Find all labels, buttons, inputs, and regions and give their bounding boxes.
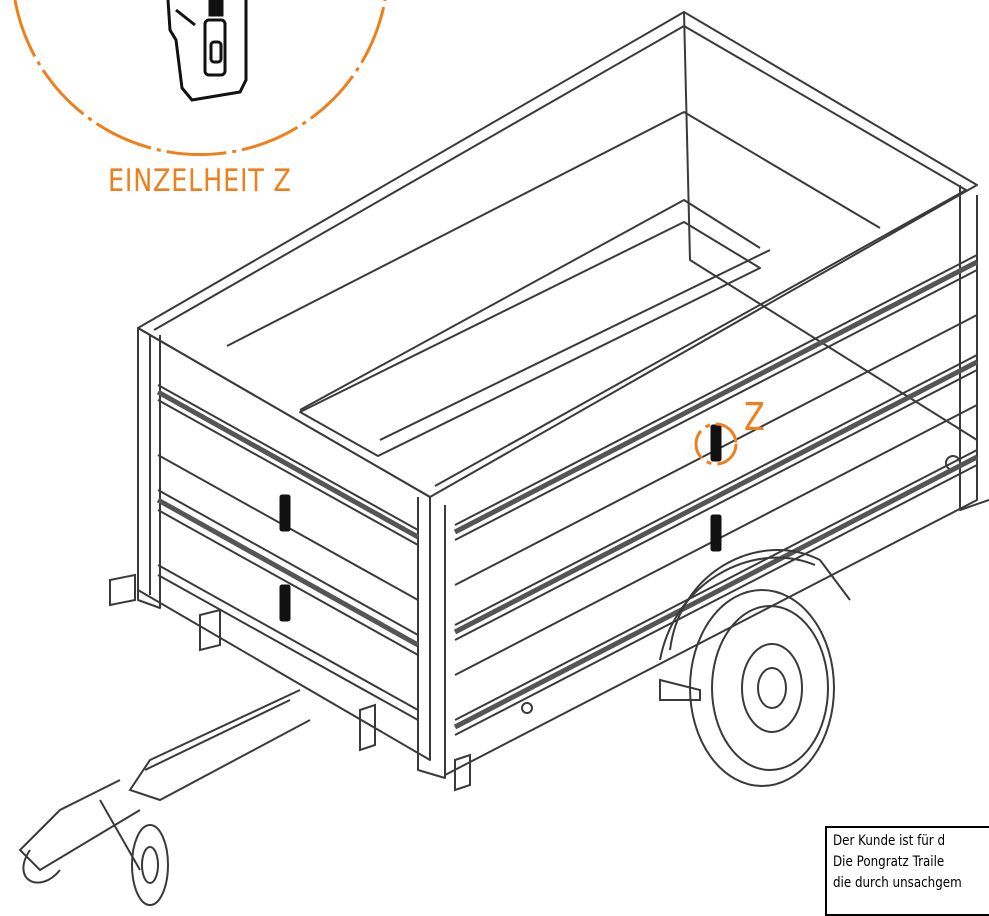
latch-icon — [279, 494, 291, 532]
latch-icon — [710, 424, 722, 462]
side-stripes — [156, 259, 979, 730]
detail-label: EINZELHEIT Z — [108, 163, 292, 199]
detail-latch-icon — [166, 0, 248, 102]
note-line: Der Kunde ist für d — [833, 833, 946, 849]
drawbar — [18, 573, 471, 906]
trailer-body — [137, 11, 989, 779]
detail-circle — [13, 0, 387, 157]
note-line: die durch unsachgem — [833, 875, 962, 891]
note-box: Der Kunde ist für d Die Pongratz Traile … — [825, 826, 989, 916]
latches — [279, 424, 722, 622]
wheel — [659, 549, 851, 787]
zone-label: Z — [744, 395, 765, 439]
latch-icon — [710, 514, 722, 552]
latch-icon — [279, 584, 291, 622]
note-line: Die Pongratz Traile — [833, 854, 945, 870]
zone-marker — [694, 422, 738, 466]
